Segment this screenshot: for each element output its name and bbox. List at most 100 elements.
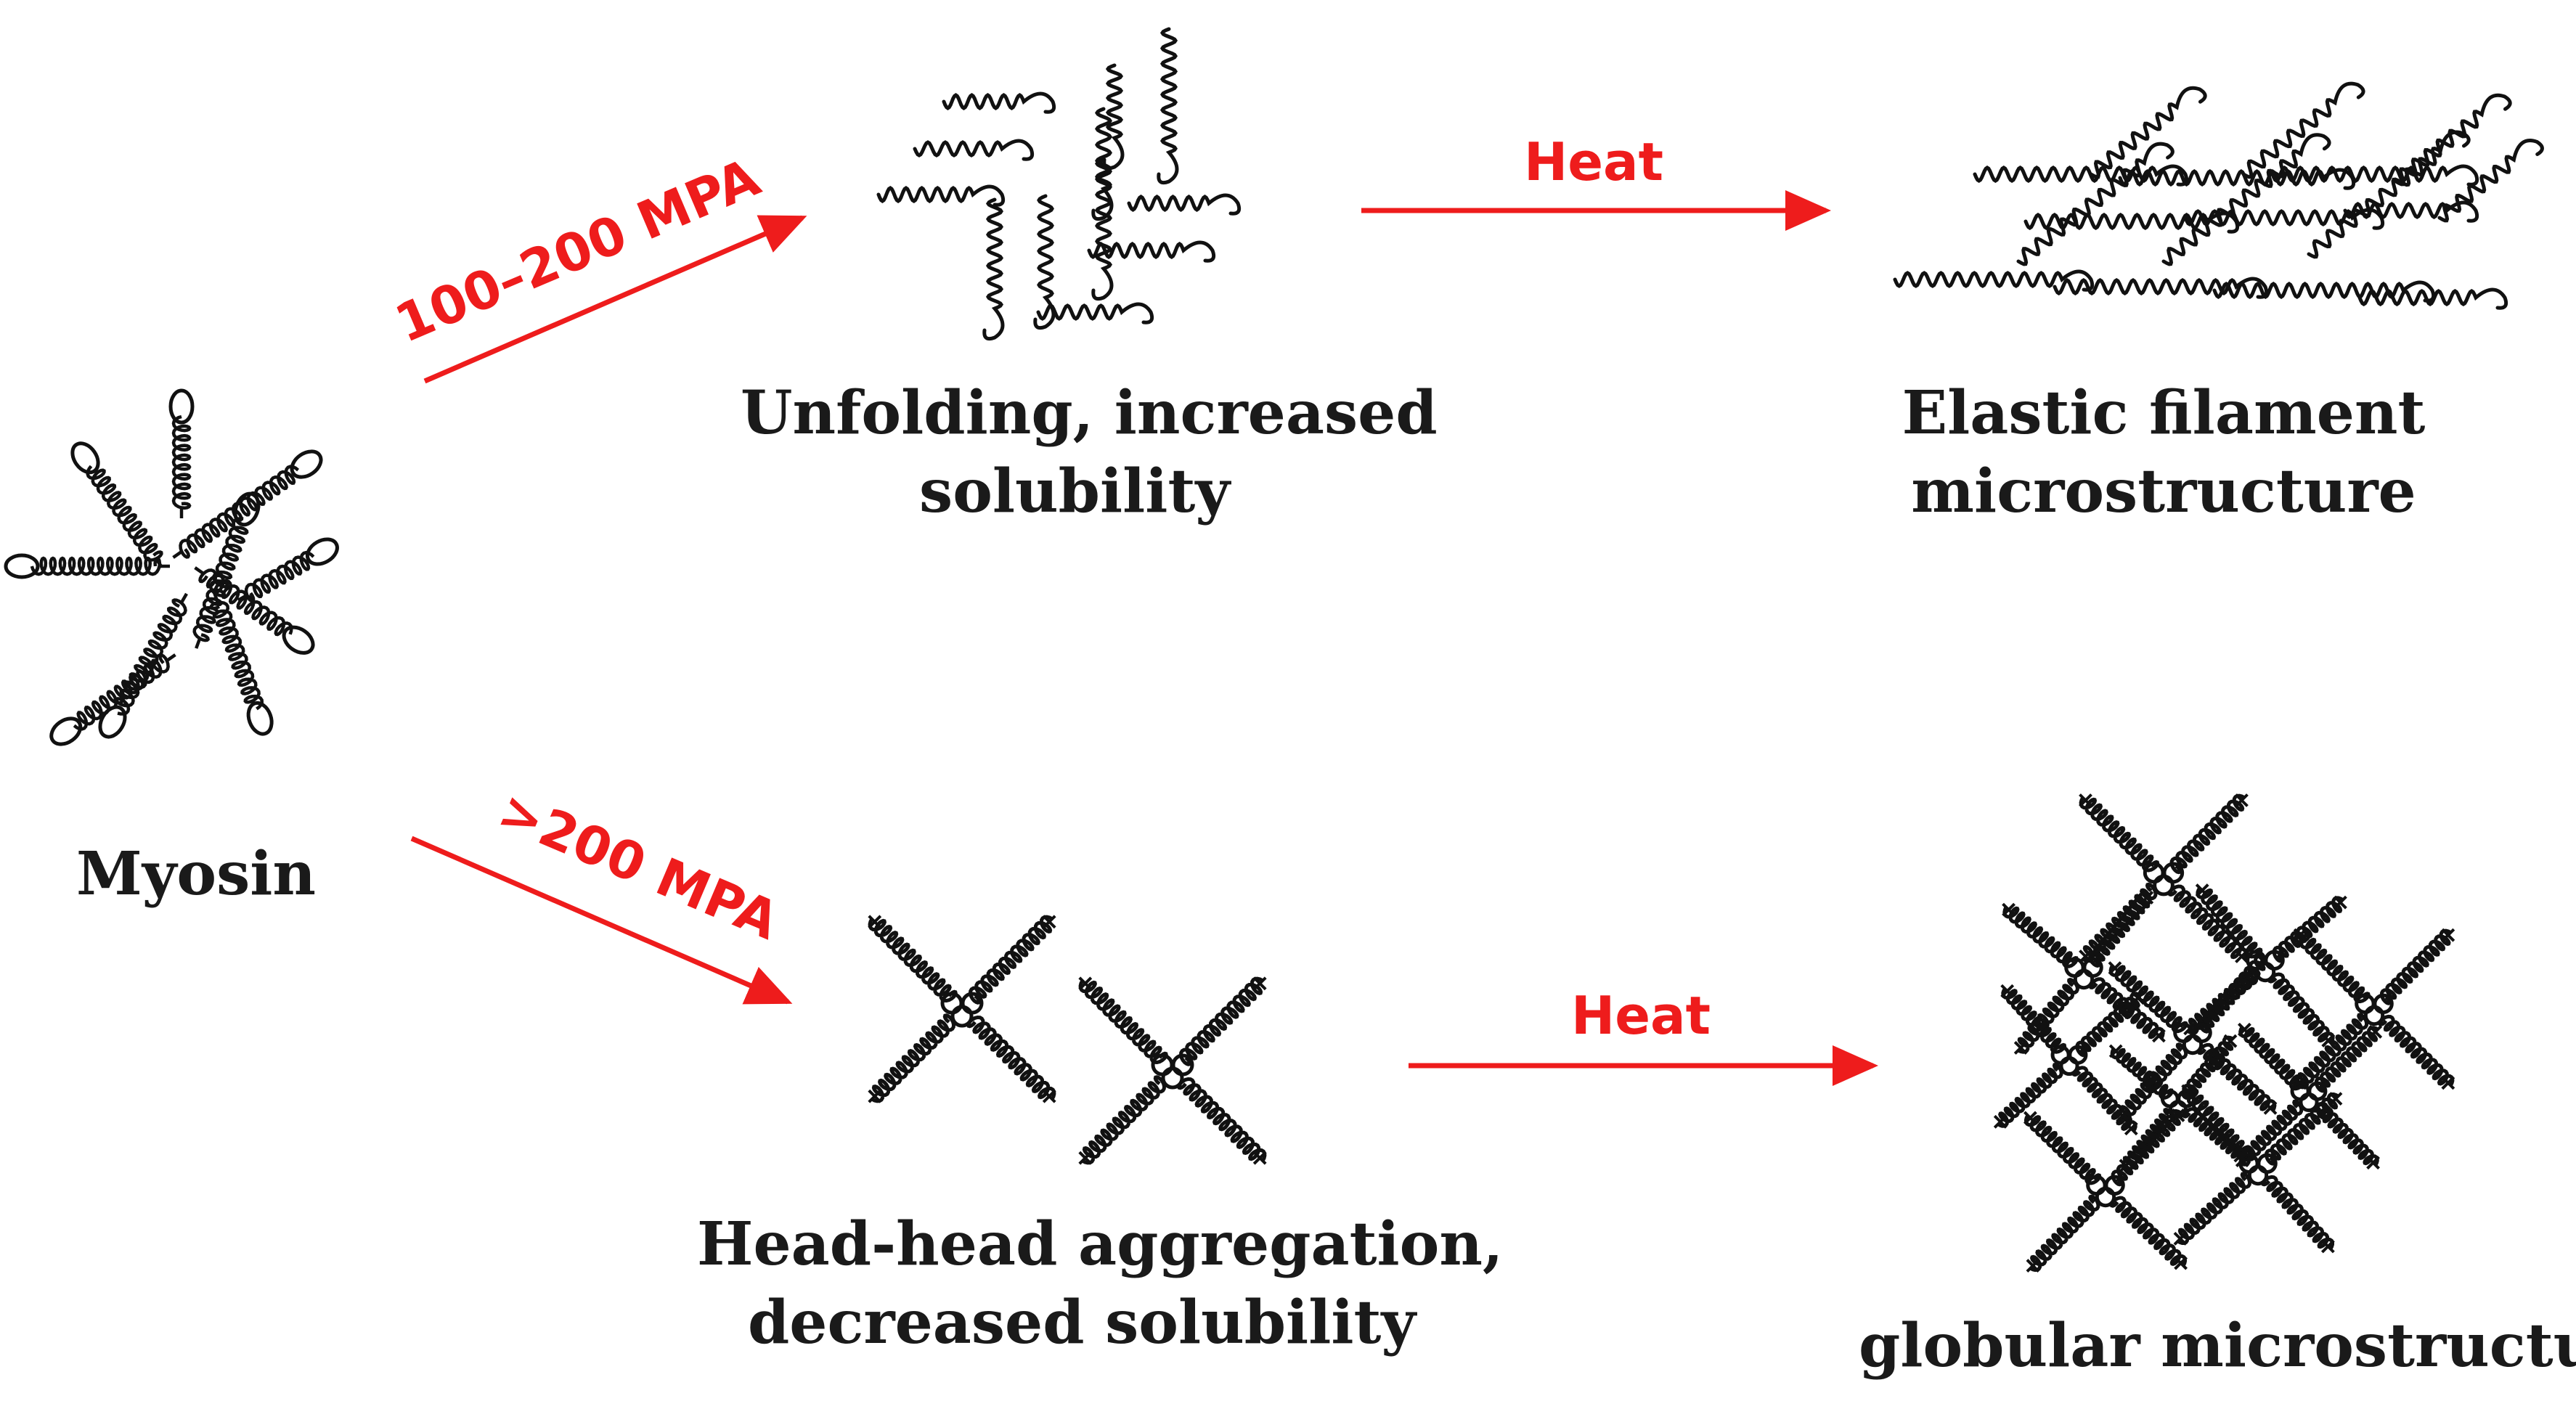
myosin-coil xyxy=(115,598,187,716)
unfolded-strand xyxy=(1102,63,1125,171)
myosin-monomer xyxy=(172,449,323,559)
myosin-cluster-graphic xyxy=(4,388,339,746)
aggregate-arm xyxy=(2017,977,2079,1054)
aggregate-arm-end xyxy=(2000,984,2015,998)
aggregate-head xyxy=(2095,1186,2116,1208)
aggregate-head xyxy=(2104,1175,2125,1196)
globular-star xyxy=(2002,891,2166,1055)
globular-star xyxy=(2108,1034,2248,1173)
aggregate-arm xyxy=(2088,977,2165,1040)
myosin-monomer xyxy=(168,388,195,518)
aggregate-arm xyxy=(2088,891,2151,968)
myosin-head xyxy=(233,491,261,527)
aggregate-arm-end xyxy=(2108,1044,2123,1058)
caption-globular-line: globular microstructure xyxy=(1859,1311,2576,1381)
aggregate-head xyxy=(2082,957,2103,979)
aggregate-arm-end xyxy=(2441,928,2455,942)
elastic-strand xyxy=(1893,269,2095,292)
aggregate-arm xyxy=(868,918,958,1003)
myosin-monomer xyxy=(237,537,339,603)
aggregate-arm xyxy=(2238,1026,2306,1091)
myosin-monomer xyxy=(49,653,176,746)
aggregate-arm xyxy=(2075,992,2142,1058)
myosin-head xyxy=(305,537,339,566)
elastic-strand xyxy=(2270,164,2479,187)
aggregate-head xyxy=(2073,968,2095,990)
aggregate-arm xyxy=(1081,1075,1167,1165)
aggregate-arm xyxy=(2109,1196,2188,1267)
label-heat-top: Heat xyxy=(1524,131,1663,192)
aggregate-arm-end xyxy=(2174,1256,2188,1270)
aggregate-arm xyxy=(2169,793,2246,875)
aggregate-arm xyxy=(1997,1062,2063,1128)
caption-unfolding: Unfolding, increased solubility xyxy=(741,374,1438,531)
aggregate-head xyxy=(2247,1164,2269,1186)
myosin-coil xyxy=(86,465,163,562)
unfolded-strand xyxy=(1087,240,1216,263)
aggregate-arm-end xyxy=(2238,1022,2251,1037)
unfolded-strand xyxy=(913,139,1035,161)
aggregate-head xyxy=(2182,1034,2204,1055)
aggregate-arm-end xyxy=(2079,793,2092,807)
myosin-tail xyxy=(194,566,205,575)
aggregate-arm-end xyxy=(1993,1114,2008,1129)
elastic-strand xyxy=(2437,139,2544,223)
aggregate-arm-end xyxy=(868,1089,882,1103)
aggregate-head xyxy=(1161,1066,1184,1090)
aggregate-arm-end xyxy=(868,915,882,929)
aggregate-arm xyxy=(2314,1026,2379,1093)
caption-myosin: Myosin xyxy=(65,835,327,913)
unfolded-strand xyxy=(1036,302,1154,324)
arrow-low-pressure xyxy=(423,215,807,384)
caption-unfolding-line-1: Unfolding, increased xyxy=(741,378,1438,448)
aggregate-arm-end xyxy=(2368,1025,2383,1039)
aggregate-arm-end xyxy=(2223,1034,2238,1048)
aggregate-arm-end xyxy=(2023,1111,2037,1125)
aggregate-arm xyxy=(2110,1047,2174,1100)
aggregate-head xyxy=(2363,1005,2385,1026)
unfolded-strand xyxy=(1091,158,1114,301)
aggregate-arm xyxy=(966,1015,1056,1100)
label-heat-bottom: Heat xyxy=(1571,985,1711,1046)
aggregate-head xyxy=(2068,1045,2088,1065)
myosin-coil xyxy=(171,414,192,510)
aggregate-arm-end xyxy=(2235,793,2249,807)
myosin-monomer xyxy=(70,441,163,568)
myosin-head xyxy=(70,441,100,475)
unfolded-strand xyxy=(982,197,1005,341)
aggregate-arm xyxy=(2264,1093,2339,1166)
aggregate-head xyxy=(2162,862,2185,884)
aggregate-arm xyxy=(2001,987,2067,1054)
myosin-head xyxy=(290,449,323,479)
aggregate-arm xyxy=(2079,796,2160,873)
aggregate-arm xyxy=(1078,979,1168,1065)
aggregate-star xyxy=(868,915,1056,1103)
elastic-strand xyxy=(2161,133,2331,266)
caption-aggregation: Head-head aggregation, decreased solubil… xyxy=(697,1205,1503,1362)
aggregate-head xyxy=(2177,1089,2196,1108)
label-low-pressure: 100–200 MPA xyxy=(386,147,768,355)
aggregate-arm xyxy=(871,1013,956,1103)
aggregate-arm-end xyxy=(2195,883,2209,897)
aggregate-arm-end xyxy=(2263,1100,2278,1115)
myosin-coil xyxy=(30,556,162,576)
aggregate-arm xyxy=(1178,976,1264,1066)
aggregate-arm xyxy=(2196,886,2263,959)
myosin-coil xyxy=(209,600,264,711)
caption-elastic-line-1: Elastic filament xyxy=(1902,378,2426,448)
aggregate-arm xyxy=(2071,1066,2137,1132)
aggregate-arm-end xyxy=(2152,1029,2166,1043)
aggregate-head xyxy=(950,1005,974,1028)
aggregate-head xyxy=(1171,1053,1194,1077)
myosin-head xyxy=(49,716,83,746)
myosin-tail xyxy=(180,592,188,604)
aggregate-arm xyxy=(2029,1194,2100,1273)
aggregate-head xyxy=(961,992,984,1015)
elastic-strand xyxy=(2118,168,2356,190)
aggregate-arm xyxy=(2379,928,2452,1005)
caption-elastic: Elastic filament microstructure xyxy=(1830,374,2498,531)
globular-star xyxy=(2173,1084,2343,1254)
myosin-coil xyxy=(244,550,315,603)
caption-elastic-line-2: microstructure xyxy=(1911,457,2416,526)
